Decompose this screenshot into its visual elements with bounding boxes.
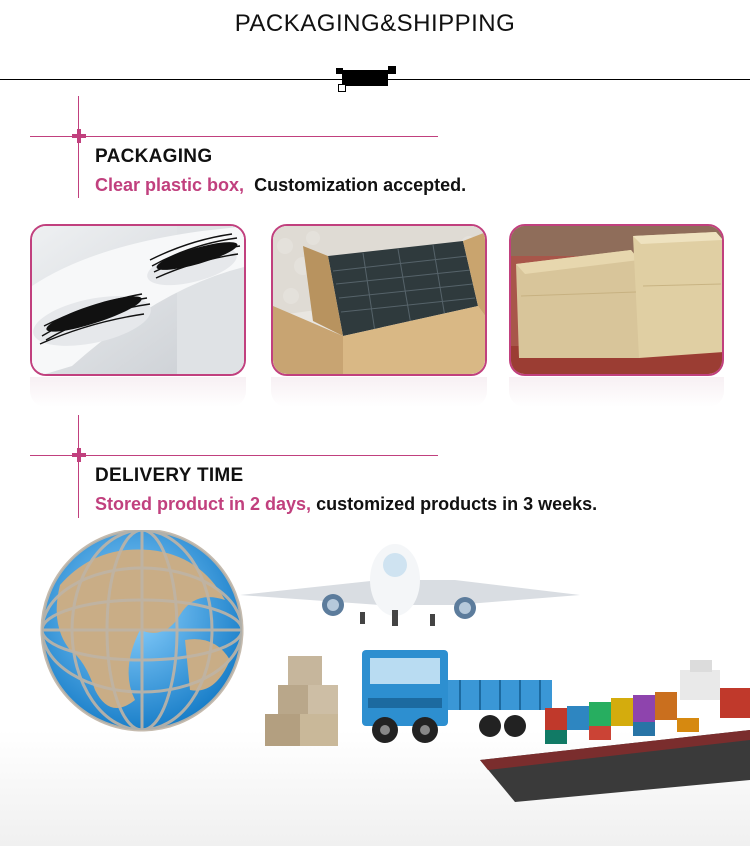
plus-icon — [72, 129, 86, 143]
delivery-description: Stored product in 2 days, customized pro… — [95, 494, 597, 515]
airplane-icon — [240, 544, 580, 626]
boxes-icon — [265, 656, 338, 746]
header-ornament-corner — [338, 84, 346, 92]
section-marker-line — [78, 96, 79, 198]
packaging-title: PACKAGING — [95, 146, 213, 167]
truck-icon — [362, 650, 552, 743]
logistics-illustration — [0, 530, 750, 846]
page-title: PACKAGING&SHIPPING — [234, 10, 516, 37]
card-reflection — [271, 377, 487, 407]
boxed-cases-image — [273, 226, 485, 374]
boxed-cases-photo — [271, 224, 487, 376]
section-marker-line — [30, 455, 438, 456]
card-reflection — [509, 377, 724, 407]
delivery-highlight: Stored product in 2 days, — [95, 494, 312, 514]
globe-icon — [40, 530, 244, 732]
packaging-text: Customization accepted. — [254, 175, 467, 195]
lash-tray-image — [32, 226, 244, 374]
delivery-title: DELIVERY TIME — [95, 465, 244, 486]
container-ship-icon — [480, 660, 750, 802]
lash-tray-photo — [30, 224, 246, 376]
card-reflection — [30, 377, 246, 407]
packaging-highlight: Clear plastic box, — [95, 175, 245, 195]
section-marker-line — [78, 415, 79, 518]
sealed-cartons-image — [511, 226, 722, 374]
header-ornament-corner — [388, 66, 396, 74]
header-ornament — [342, 70, 388, 86]
header-ornament-corner — [336, 68, 343, 74]
sealed-cartons-photo — [509, 224, 724, 376]
packaging-description: Clear plastic box, Customization accepte… — [95, 175, 466, 196]
plus-icon — [72, 448, 86, 462]
section-marker-line — [30, 136, 438, 137]
delivery-text: customized products in 3 weeks. — [316, 494, 598, 514]
